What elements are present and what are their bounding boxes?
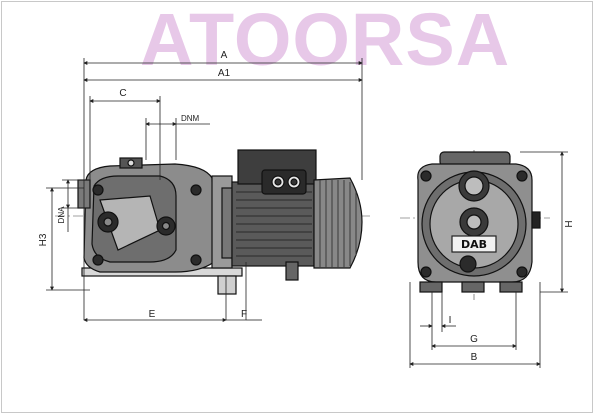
- dimension-lines: [46, 58, 568, 368]
- dim-f-label: F: [241, 309, 247, 320]
- dim-a-label: A: [221, 50, 228, 61]
- dim-b-label: B: [471, 352, 478, 363]
- dim-h3-label: H3: [38, 233, 49, 246]
- pump-front-view: [400, 150, 550, 300]
- dim-dnm-label: DNM: [181, 114, 200, 123]
- dim-g-label: G: [470, 334, 478, 345]
- dim-e-label: E: [149, 309, 156, 320]
- dim-dna-label: DNA: [57, 206, 66, 224]
- dab-logo: DAB: [461, 238, 487, 251]
- pump-side-view: [55, 149, 370, 295]
- dim-i-label: I: [449, 315, 452, 326]
- dim-c-label: C: [119, 88, 126, 99]
- dim-h-label: H: [564, 220, 575, 227]
- dim-a1-label: A1: [218, 68, 231, 79]
